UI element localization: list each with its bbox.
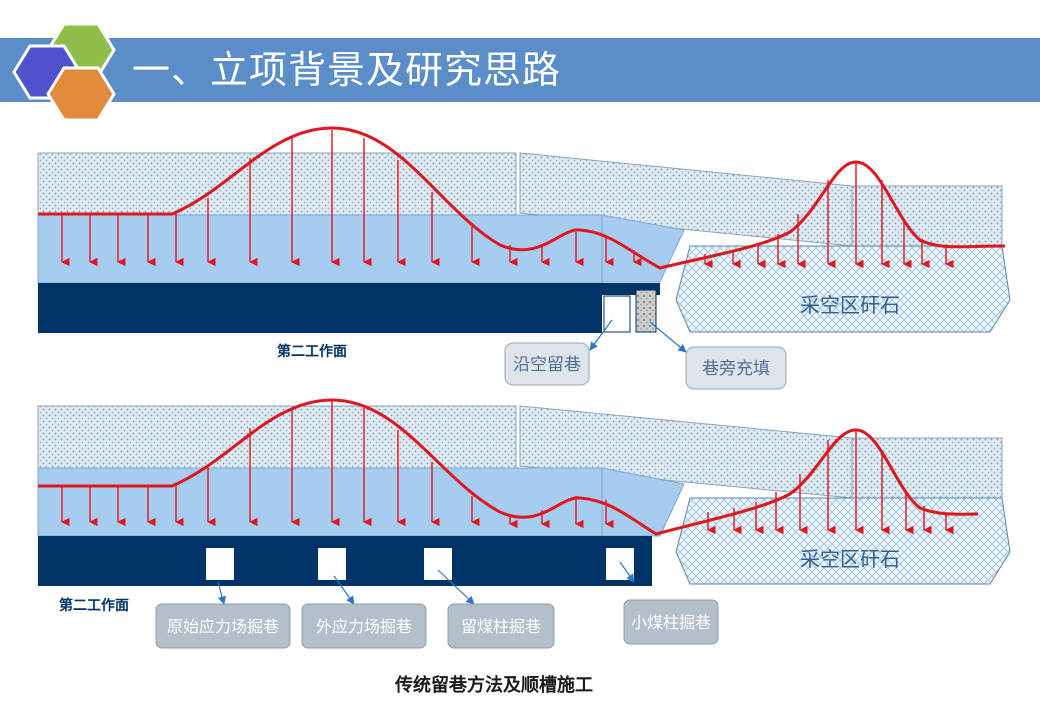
- callout-box-small-pillar: [623, 599, 719, 645]
- upper-rock-right: [851, 185, 1003, 247]
- title-bar: [0, 38, 1040, 102]
- callout-label-external: 外应力场掘巷: [316, 617, 412, 636]
- callout-box-pillar: [447, 603, 555, 649]
- stress-curve-bottom: [38, 398, 979, 536]
- callout-label-pillar: 留煤柱掘巷: [461, 617, 541, 636]
- callout-line-b2: [333, 575, 355, 605]
- callout-box-roadway: [504, 342, 590, 386]
- goaf-area: [675, 245, 1011, 333]
- callout-line-b3: [437, 569, 475, 605]
- callout-line-b1: [217, 581, 227, 605]
- callout-label-roadway: 沿空留巷: [513, 355, 581, 375]
- goaf-label-2: 采空区矸石: [800, 547, 900, 571]
- callout-label-small-pillar: 小煤柱掘巷: [631, 613, 711, 632]
- callout-line-1: [589, 319, 613, 351]
- roadway-2: [318, 548, 346, 580]
- workface-label-bottom: 第二工作面: [59, 597, 129, 614]
- goaf-area-2: [675, 497, 1011, 585]
- roadway-1: [206, 548, 234, 580]
- stress-arrows-top: [61, 130, 954, 269]
- figure-caption: 传统留巷方法及顺槽施工: [394, 674, 593, 696]
- callout-box-filling: [685, 346, 787, 390]
- roof-layer-tilted-2: [601, 467, 685, 537]
- goaf-label: 采空区矸石: [800, 293, 900, 317]
- roadside-filling: [635, 289, 657, 333]
- stress-curve-top: [38, 126, 1006, 270]
- roof-layer-2: [37, 467, 603, 537]
- roof-layer-tilted: [601, 214, 685, 283]
- page-title: 一、立项背景及研究思路: [132, 48, 562, 92]
- callout-label-original: 原始应力场掘巷: [167, 617, 279, 636]
- coal-seam: [38, 283, 602, 333]
- workface-label-top: 第二工作面: [277, 343, 347, 360]
- upper-rock-left: [37, 152, 517, 216]
- bottom-diagram: 采空区矸石: [37, 398, 1011, 649]
- roadway-3: [424, 548, 452, 580]
- top-diagram: 采空区矸石: [37, 126, 1011, 390]
- callout-box-external: [301, 603, 427, 649]
- callout-line-2: [649, 321, 687, 353]
- hexagon-orange: [46, 66, 116, 120]
- callout-label-filling: 巷旁充填: [702, 359, 770, 379]
- upper-rock-right-2: [851, 437, 1003, 499]
- callout-line-b4: [619, 561, 635, 583]
- callout-box-original: [155, 603, 291, 649]
- hexagon-logo: [12, 22, 116, 120]
